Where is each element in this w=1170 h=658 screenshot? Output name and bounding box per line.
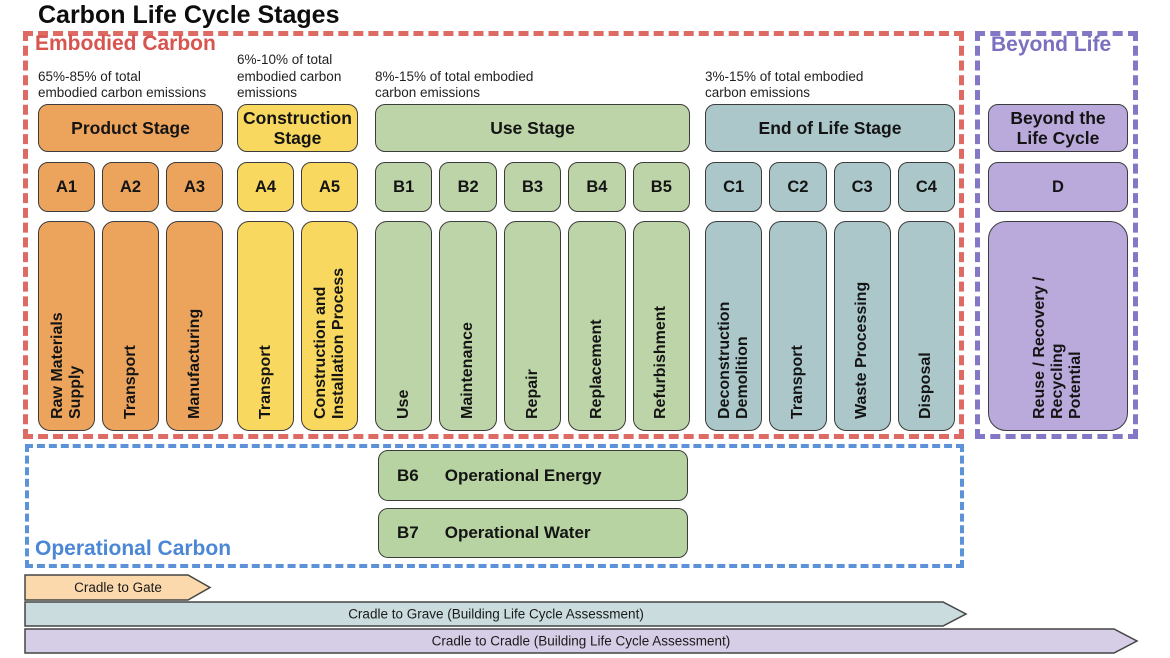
construction-stage-percent-note: 6%-10% of total embodied carbon emission… [237, 51, 342, 101]
beyond-life-region: Beyond Life [975, 31, 1138, 439]
stage-box-B3: Repair [503, 221, 562, 431]
stage-box-C1: Deconstruction Demolition [705, 221, 763, 431]
stage-box-A4: Transport [237, 221, 294, 431]
stage-label-D: Reuse / Recovery / Recycling Potential [1031, 276, 1084, 419]
construction-stage-header: Construction Stage [237, 104, 358, 152]
stage-label-B4: Replacement [587, 319, 605, 419]
end-of-life-stage-percent-note: 3%-15% of total embodied carbon emission… [705, 68, 864, 101]
operational-energy-code: B6 [397, 465, 419, 485]
operational-water-box: B7 Operational Water [378, 508, 688, 558]
cradle-to-cradle-arrow: Cradle to Cradle (Building Life Cycle As… [24, 628, 1139, 654]
stage-label-B2: Maintenance [459, 322, 477, 419]
cradle-to-gate-arrow-shape [24, 574, 212, 601]
stage-label-A1: Raw Materials Supply [48, 312, 84, 419]
cradle-to-cradle-arrow-label: Cradle to Cradle (Building Life Cycle As… [432, 634, 731, 649]
stage-label-B1: Use [394, 389, 412, 419]
stage-label-B5: Refurbishment [652, 306, 670, 419]
use-stage-header: Use Stage [375, 104, 690, 152]
beyond-life-group: Beyond the Life Cycle D Reuse / Recovery… [988, 46, 1128, 431]
product-stage-group: 65%-85% of total embodied carbon emissio… [38, 46, 223, 431]
end-of-life-stage-group: 3%-15% of total embodied carbon emission… [705, 46, 955, 431]
product-stage-stages-row: Raw Materials Supply Transport Manufacturi… [38, 221, 223, 431]
use-stage-percent-note: 8%-15% of total embodied carbon emission… [375, 68, 534, 101]
stage-label-C3: Waste Processing [853, 281, 871, 419]
stage-code-C3: C3 [833, 162, 891, 212]
stage-label-C2: Transport [788, 345, 806, 419]
embodied-carbon-label: Embodied Carbon [35, 32, 216, 55]
construction-stage-group: 6%-10% of total embodied carbon emission… [237, 46, 358, 431]
stage-code-A4: A4 [237, 162, 294, 212]
stage-code-B4: B4 [568, 162, 626, 212]
cradle-to-grave-arrow-label: Cradle to Grave (Building Life Cycle Ass… [348, 607, 644, 622]
embodied-carbon-region: Embodied Carbon [23, 31, 964, 439]
stage-code-A1: A1 [38, 162, 95, 212]
stage-code-C1: C1 [705, 162, 763, 212]
cradle-to-grave-arrow-shape [24, 601, 968, 627]
beyond-life-label: Beyond Life [991, 33, 1112, 56]
end-of-life-stage-header: End of Life Stage [705, 104, 955, 152]
cradle-to-gate-arrow: Cradle to Gate [24, 574, 212, 601]
stage-box-A2: Transport [102, 221, 159, 431]
cradle-to-cradle-arrow-shape [24, 628, 1139, 654]
stage-box-B2: Maintenance [439, 221, 497, 431]
stage-box-C4: Disposal [897, 221, 955, 431]
use-stage-group: 8%-15% of total embodied carbon emission… [375, 46, 691, 431]
cradle-to-gate-arrow-label: Cradle to Gate [74, 580, 162, 595]
stage-box-D: Reuse / Recovery / Recycling Potential [988, 221, 1128, 431]
end-of-life-stage-stages-row: Deconstruction Demolition Transport Waste … [705, 221, 955, 431]
product-stage-header: Product Stage [38, 104, 223, 152]
stage-box-B1: Use [375, 221, 433, 431]
product-stage-percent-note: 65%-85% of total embodied carbon emissio… [38, 68, 207, 101]
operational-energy-label: Operational Energy [444, 465, 602, 485]
stage-code-C2: C2 [769, 162, 827, 212]
stage-box-B5: Refurbishment [632, 221, 691, 431]
stage-box-A1: Raw Materials Supply [38, 221, 95, 431]
page-title: Carbon Life Cycle Stages [38, 1, 340, 29]
stage-box-C3: Waste Processing [833, 221, 891, 431]
stage-box-B4: Replacement [568, 221, 626, 431]
stage-code-C4: C4 [897, 162, 955, 212]
stage-label-A5: Construction and Installation Process [311, 267, 347, 419]
stage-code-B1: B1 [375, 162, 433, 212]
use-stage-stages-row: Use Maintenance Repair Replacement Refurbish… [375, 221, 691, 431]
stage-code-A2: A2 [102, 162, 159, 212]
stage-label-A3: Manufacturing [185, 308, 203, 419]
stage-code-A3: A3 [166, 162, 223, 212]
stage-code-B5: B5 [632, 162, 691, 212]
operational-carbon-region: Operational Carbon [25, 444, 964, 568]
stage-label-C1: Deconstruction Demolition [715, 301, 751, 419]
stage-code-D: D [988, 162, 1128, 212]
operational-energy-box: B6 Operational Energy [378, 450, 688, 501]
stage-label-B3: Repair [523, 369, 541, 419]
beyond-life-cycle-header: Beyond the Life Cycle [988, 104, 1128, 152]
stage-box-A5: Construction and Installation Process [301, 221, 358, 431]
stage-label-A4: Transport [256, 345, 274, 419]
stage-label-A2: Transport [121, 345, 139, 419]
stage-code-B2: B2 [439, 162, 497, 212]
operational-carbon-label: Operational Carbon [35, 537, 232, 560]
stage-code-B3: B3 [503, 162, 562, 212]
operational-water-code: B7 [397, 523, 419, 542]
stage-box-C2: Transport [769, 221, 827, 431]
construction-stage-stages-row: Transport Construction and Installation P… [237, 221, 358, 431]
operational-water-label: Operational Water [444, 523, 591, 542]
cradle-to-grave-arrow: Cradle to Grave (Building Life Cycle Ass… [24, 601, 968, 627]
stage-code-A5: A5 [301, 162, 358, 212]
stage-box-A3: Manufacturing [166, 221, 223, 431]
stage-label-C4: Disposal [917, 352, 935, 419]
